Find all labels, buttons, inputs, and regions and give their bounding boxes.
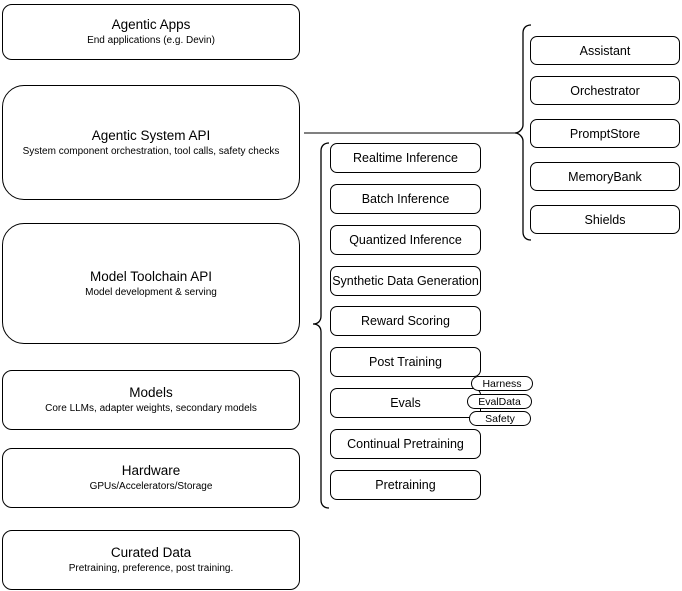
toolchain-brace bbox=[312, 142, 330, 509]
node-title: Model Toolchain API bbox=[89, 268, 213, 284]
node-post-training: Post Training bbox=[330, 347, 481, 377]
node-shields: Shields bbox=[530, 205, 680, 234]
node-model-toolchain-api: Model Toolchain API Model development & … bbox=[2, 223, 300, 344]
node-agentic-system-api: Agentic System API System component orch… bbox=[2, 85, 300, 200]
node-subtitle: Core LLMs, adapter weights, secondary mo… bbox=[45, 403, 257, 414]
node-assistant: Assistant bbox=[530, 36, 680, 65]
node-subtitle: Model development & serving bbox=[85, 286, 217, 298]
node-agentic-apps: Agentic Apps End applications (e.g. Devi… bbox=[2, 4, 300, 60]
node-realtime-inference: Realtime Inference bbox=[330, 143, 481, 173]
tag-safety: Safety bbox=[469, 411, 531, 426]
tag-label: EvalData bbox=[478, 395, 521, 408]
node-subtitle: End applications (e.g. Devin) bbox=[87, 35, 215, 46]
node-label: Pretraining bbox=[375, 478, 436, 492]
system-components-brace bbox=[514, 24, 532, 241]
node-label: Realtime Inference bbox=[353, 151, 458, 165]
node-label: Batch Inference bbox=[361, 192, 450, 206]
node-label: Synthetic Data Generation bbox=[332, 274, 479, 288]
node-label: Orchestrator bbox=[570, 83, 640, 98]
node-synthetic-data-generation: Synthetic Data Generation bbox=[330, 266, 481, 296]
node-reward-scoring: Reward Scoring bbox=[330, 306, 481, 336]
node-batch-inference: Batch Inference bbox=[330, 184, 481, 214]
node-evals: Evals bbox=[330, 388, 481, 418]
node-quantized-inference: Quantized Inference bbox=[330, 225, 481, 255]
node-title: Agentic Apps bbox=[111, 17, 191, 32]
node-label: Continual Pretraining bbox=[347, 437, 464, 451]
node-label: Shields bbox=[584, 212, 626, 227]
node-continual-pretraining: Continual Pretraining bbox=[330, 429, 481, 459]
node-label: Post Training bbox=[369, 355, 442, 369]
node-curated-data: Curated Data Pretraining, preference, po… bbox=[2, 530, 300, 590]
node-label: Assistant bbox=[579, 43, 631, 58]
node-title: Agentic System API bbox=[91, 127, 211, 143]
node-subtitle: GPUs/Accelerators/Storage bbox=[89, 481, 213, 492]
node-label: Quantized Inference bbox=[349, 233, 462, 247]
node-label: Evals bbox=[390, 396, 421, 410]
tag-harness: Harness bbox=[471, 376, 533, 391]
node-title: Curated Data bbox=[110, 545, 192, 560]
node-pretraining: Pretraining bbox=[330, 470, 481, 500]
node-title: Models bbox=[129, 385, 173, 400]
node-label: MemoryBank bbox=[568, 169, 642, 184]
node-orchestrator: Orchestrator bbox=[530, 76, 680, 105]
node-promptstore: PromptStore bbox=[530, 119, 680, 148]
node-hardware: Hardware GPUs/Accelerators/Storage bbox=[2, 448, 300, 508]
tag-evaldata: EvalData bbox=[467, 394, 532, 409]
node-subtitle: Pretraining, preference, post training. bbox=[68, 563, 234, 574]
node-memorybank: MemoryBank bbox=[530, 162, 680, 191]
node-models: Models Core LLMs, adapter weights, secon… bbox=[2, 370, 300, 430]
tag-label: Safety bbox=[485, 412, 515, 425]
node-label: Reward Scoring bbox=[361, 314, 450, 328]
tag-label: Harness bbox=[482, 377, 522, 390]
node-title: Hardware bbox=[121, 463, 181, 478]
node-subtitle: System component orchestration, tool cal… bbox=[22, 145, 280, 157]
node-label: PromptStore bbox=[569, 126, 641, 141]
